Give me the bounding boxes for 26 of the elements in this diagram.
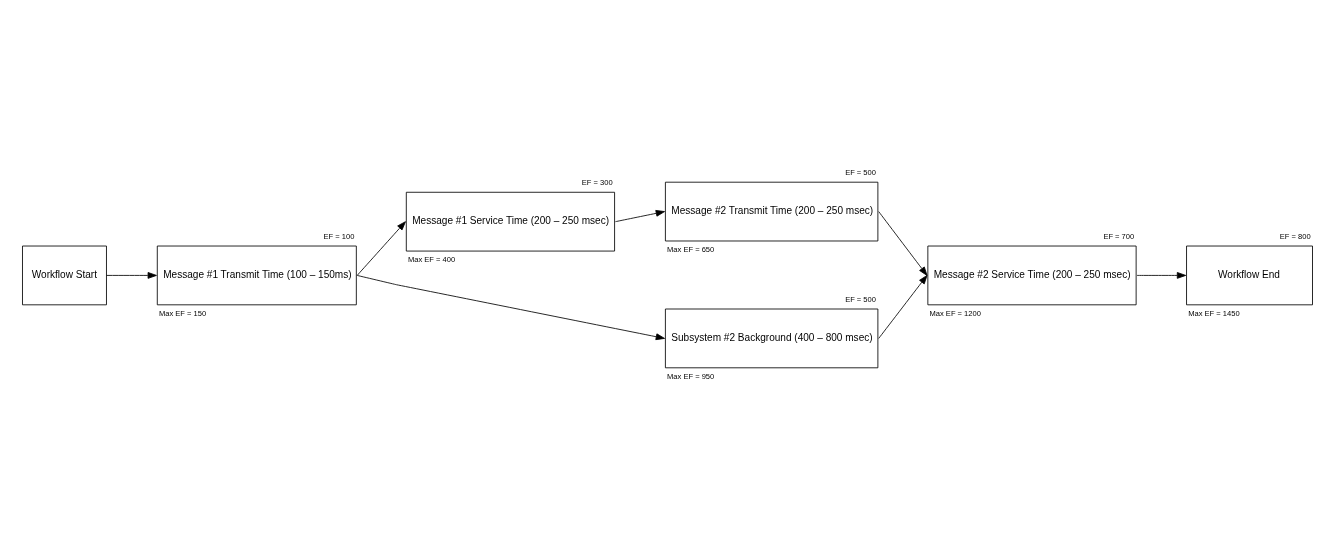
node-label: Max EF = 1450 <box>1188 308 1240 318</box>
node-label: EF = 500 <box>845 167 876 177</box>
node-box: Message #2 Service Time (200 – 250 msec) <box>927 245 1137 305</box>
node-label: Max EF = 400 <box>407 254 456 264</box>
node-box: Message #1 Transmit Time (100 – 150ms) <box>156 245 357 305</box>
node-label: EF = 300 <box>581 177 613 187</box>
node-box: Subsystem #2 Background (400 – 800 msec) <box>665 308 879 368</box>
arrow <box>106 271 157 279</box>
node-label: EF = 800 <box>1279 231 1311 241</box>
node-box: Message #1 Service Time (200 – 250 msec) <box>405 191 615 251</box>
arrow <box>1136 271 1187 279</box>
arrow <box>615 209 665 222</box>
node-box: Workflow Start <box>22 245 107 305</box>
node-label: EF = 100 <box>323 231 355 241</box>
node-label: Max EF = 1200 <box>929 308 981 318</box>
arrow <box>356 220 406 276</box>
node-box: Workflow End <box>1186 245 1313 305</box>
node-label: Max EF = 950 <box>667 371 715 381</box>
arrow <box>878 274 928 339</box>
node-label: Max EF = 650 <box>667 244 715 254</box>
node-box: Message #2 Transmit Time (200 – 250 msec) <box>665 181 879 241</box>
node-label: EF = 500 <box>845 294 876 304</box>
node-label: EF = 700 <box>1103 231 1135 241</box>
arrow <box>878 210 928 276</box>
arrow <box>356 274 665 340</box>
node-label: Max EF = 150 <box>158 308 207 318</box>
